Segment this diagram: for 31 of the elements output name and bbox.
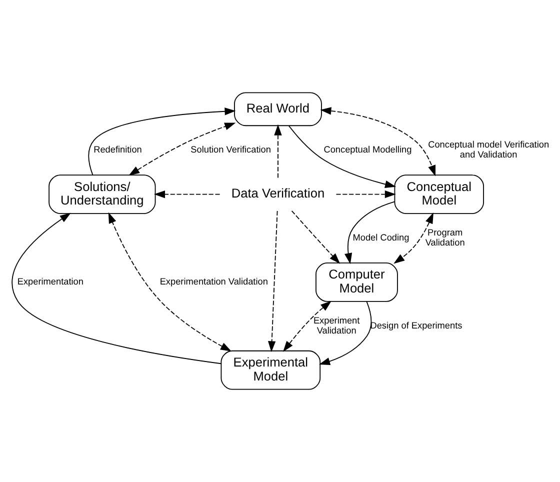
arrow <box>128 122 236 176</box>
node-box: Computer Model <box>316 262 398 302</box>
arrow <box>344 201 396 264</box>
edge-label: Solution Verification <box>190 144 271 155</box>
arrow <box>282 300 332 352</box>
arrow <box>274 124 282 178</box>
arrow <box>320 107 436 176</box>
edge-label: Experiment Validation <box>313 315 360 336</box>
arrow <box>394 212 434 264</box>
edge-label: Experimentation Validation <box>160 276 268 286</box>
edge-label: Conceptual Modelling <box>324 144 412 155</box>
edge-label: Model Coding <box>352 232 410 243</box>
arrow <box>88 108 236 176</box>
edge-label: Experimentation <box>17 276 84 286</box>
node-box: Experimental Model <box>220 350 321 390</box>
node-box: Conceptual Model <box>394 174 484 214</box>
arrow <box>318 301 372 366</box>
edge-label: Program Validation <box>425 228 465 248</box>
node-text: Data Verification <box>231 186 325 201</box>
edge-label: Redefinition <box>94 144 142 155</box>
node-box: Solutions/ Understanding <box>48 174 156 214</box>
arrow <box>108 212 232 352</box>
arrow <box>288 125 396 188</box>
edge-label: Design of Experiments <box>370 320 462 330</box>
arrow <box>154 190 220 198</box>
node-box: Real World <box>234 92 322 126</box>
arrow <box>336 190 396 198</box>
arrow <box>291 210 340 264</box>
arrow <box>12 212 222 364</box>
edge-label: Conceptual model Verification and Validation <box>428 140 550 160</box>
arrow <box>268 210 278 352</box>
